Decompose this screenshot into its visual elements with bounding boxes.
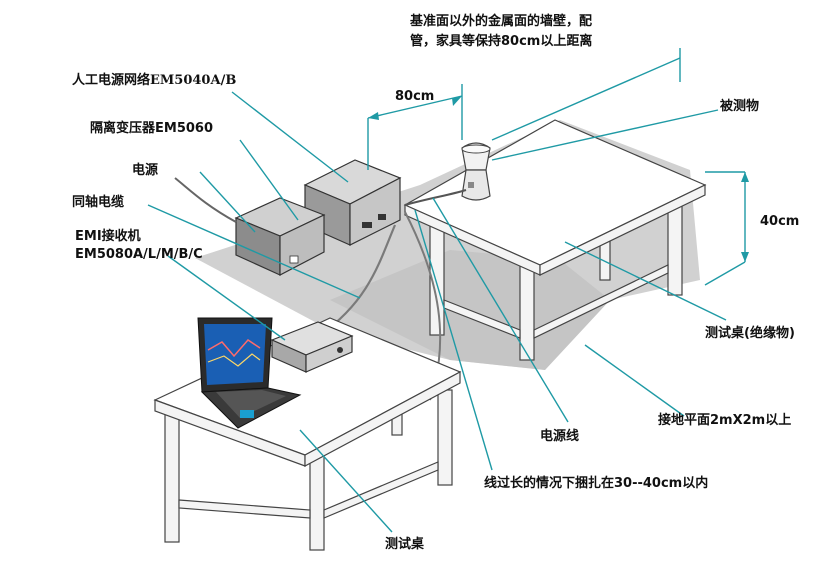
laptop [197,317,302,429]
transformer-label: 隔离变压器EM5060 [90,120,213,136]
test-table-label: 测试桌 [385,536,425,552]
eut-label: 被测物 [719,98,759,114]
wall-note-line2: 管，家具等保持80cm以上距离 [410,33,592,49]
callout-lisn [231,91,349,183]
emi-receiver-label-line2: EM5080A/L/M/B/C [75,247,203,262]
callout-insulating-table [564,241,727,321]
ground-plane-label: 接地平面2mX2m以上 [658,412,791,428]
coax-label: 同轴电缆 [72,194,124,210]
bundle-note-label: 线过长的情况下捆扎在30--40cm以内 [484,475,708,491]
emi-receiver-device [270,321,354,373]
callout-eut [491,109,719,161]
callout-coax [147,204,361,299]
callout-test-table [299,429,393,533]
insulating-table-label: 测试桌(绝缘物) [705,325,795,341]
isolation-transformer-box [234,197,326,276]
callout-power-line [432,197,569,423]
eut-device [461,142,491,201]
dimension-80cm: 80cm [395,89,434,104]
wall-note-line1: 基准面以外的金属面的墙壁，配 [409,13,592,29]
dimension-40cm: 40cm [760,214,799,229]
callout-wall [491,57,681,141]
callout-bundle [414,209,493,471]
callout-transformer [239,139,299,221]
callout-power-source [199,171,256,233]
callout-ground-plane [584,344,685,417]
emi-receiver-label-line1: EMI接收机 [75,228,141,244]
power-source-label: 电源 [132,162,158,178]
power-line-label: 电源线 [540,428,579,444]
lisn-label: 人工电源网络EM5040A/B [72,72,236,88]
insulating-test-table [403,119,707,361]
mains-cable [174,177,237,223]
power-line-cable [404,189,467,206]
callout-receiver [167,255,286,341]
